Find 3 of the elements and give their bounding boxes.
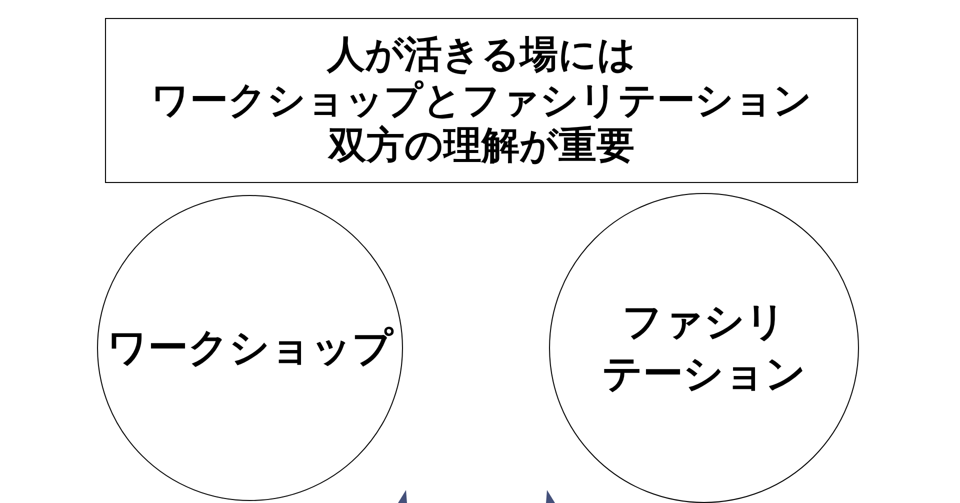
circle-node: ファシリテーション — [549, 193, 859, 503]
title-box: 人が活きる場にはワークショップとファシリテーション双方の理解が重要 — [105, 18, 858, 183]
circle-node: ワークショップ — [97, 195, 403, 501]
